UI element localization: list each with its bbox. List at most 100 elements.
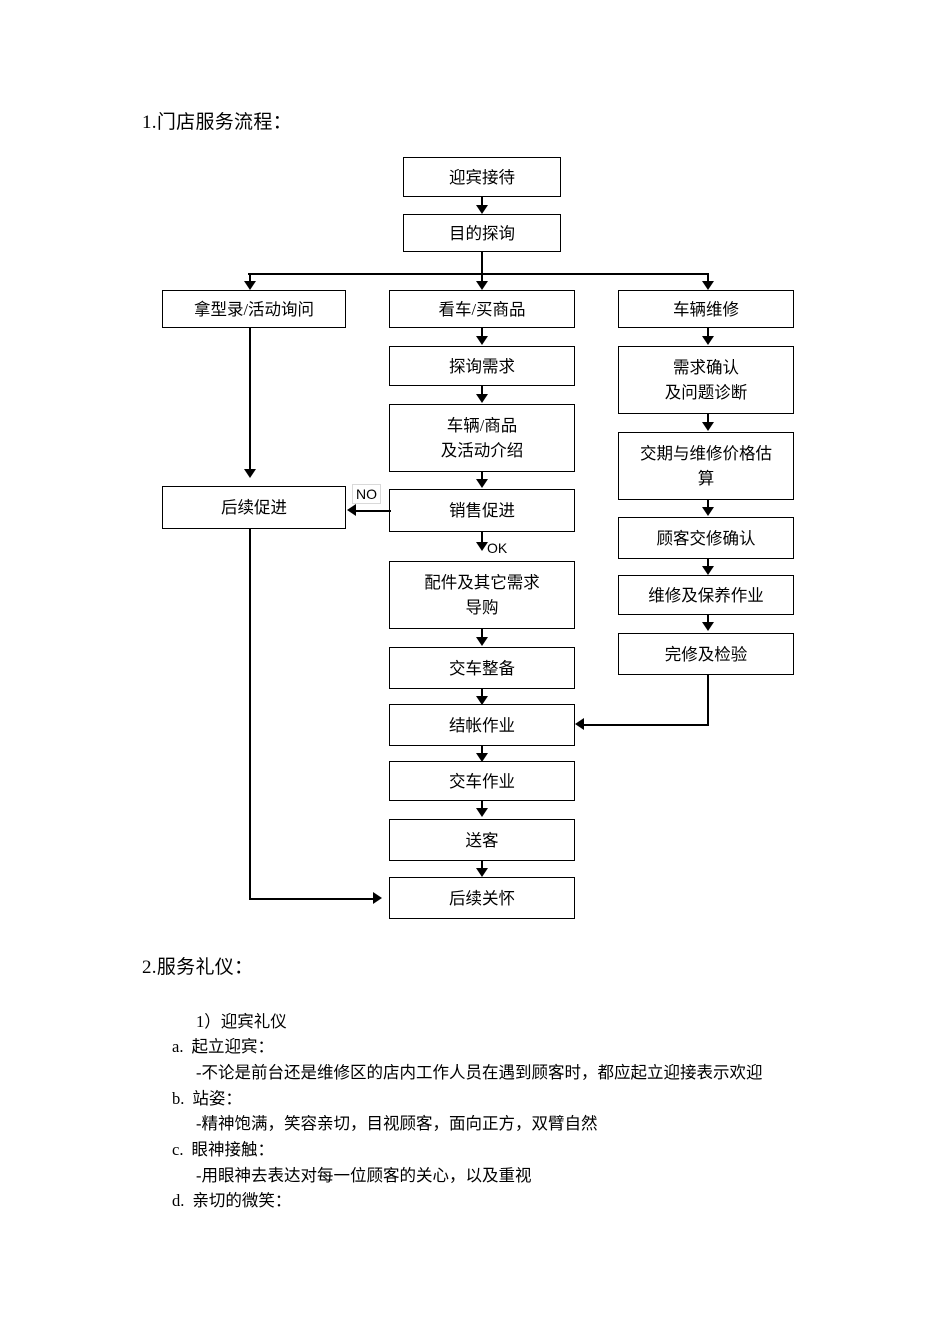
flow-node-greet: 迎宾接待 xyxy=(403,157,561,197)
arrowhead-needconfirm-to-estimate xyxy=(702,422,714,431)
connector-intro-to-sales xyxy=(481,472,483,481)
flow-node-followup-push: 后续促进 xyxy=(162,486,346,529)
list-item-marker: d. xyxy=(172,1191,185,1210)
flow-node-prep: 交车整备 xyxy=(389,647,575,689)
connector-sales-to-accessories xyxy=(481,532,483,546)
arrowhead-customerconfirm-to-repair xyxy=(702,566,714,575)
connector-bus-to-viewbuy xyxy=(481,273,483,285)
list-item: -精神饱满，笑容亲切，目视顾客，面向正方，双臂自然 xyxy=(196,1113,598,1135)
flow-node-purpose-label: 目的探询 xyxy=(449,223,515,243)
flow-node-purpose: 目的探询 xyxy=(403,214,561,252)
arrowhead-accessories-to-prep xyxy=(476,637,488,646)
flow-node-accessories-label: 配件及其它需求 导购 xyxy=(424,573,540,617)
flow-node-vehicle-service-label: 车辆维修 xyxy=(673,299,739,319)
arrowhead-no-branch xyxy=(347,504,356,516)
list-item-text: 眼神接触： xyxy=(191,1140,274,1159)
list-item-text: 亲切的微笑： xyxy=(192,1191,292,1210)
connector-followup-push-to-care xyxy=(249,898,375,900)
flow-node-sales-push-label: 销售促进 xyxy=(449,501,515,520)
list-item-text: 站姿： xyxy=(192,1089,242,1108)
connector-sendoff-to-care xyxy=(481,861,483,870)
connector-service-to-needconfirm xyxy=(707,328,709,338)
arrowhead-intro-to-sales xyxy=(476,479,488,488)
arrowhead-bus-to-viewbuy xyxy=(476,281,488,290)
connector-estimate-to-customerconfirm xyxy=(707,500,709,509)
connector-bus-to-catalog xyxy=(249,273,251,285)
connector-needconfirm-to-estimate xyxy=(707,414,709,424)
arrowhead-viewbuy-to-explore xyxy=(476,336,488,345)
flow-node-repair-work: 维修及保养作业 xyxy=(618,575,794,615)
arrowhead-checkout-to-delivery xyxy=(476,753,488,762)
arrowhead-inspect-to-checkout xyxy=(575,718,584,730)
flow-node-need-confirm-label: 需求确认 及问题诊断 xyxy=(664,358,748,402)
list-item: 1）迎宾礼仪 xyxy=(196,1011,287,1033)
flow-node-catalog-label: 拿型录/活动询问 xyxy=(193,299,315,319)
flow-node-customer-confirm: 顾客交修确认 xyxy=(618,517,794,559)
arrowhead-prep-to-checkout xyxy=(476,696,488,705)
flow-node-explore-need-label: 探询需求 xyxy=(449,356,515,376)
connector-purpose-down xyxy=(481,252,483,274)
section-1-heading: 1.门店服务流程： xyxy=(142,112,292,133)
edge-label-ok: OK xyxy=(487,540,507,556)
flow-node-accessories: 配件及其它需求 导购 xyxy=(389,561,575,629)
flow-node-intro: 车辆/商品 及活动介绍 xyxy=(389,404,575,472)
flow-node-checkout-label: 结帐作业 xyxy=(449,715,515,735)
connector-no-branch xyxy=(355,510,391,512)
list-item-marker: b. xyxy=(172,1089,185,1108)
edge-label-ok-text: OK xyxy=(487,540,508,556)
flow-node-send-off-label: 送客 xyxy=(465,830,499,850)
list-item: -用眼神去表达对每一位顾客的关心，以及重视 xyxy=(196,1165,532,1187)
flow-node-need-confirm: 需求确认 及问题诊断 xyxy=(618,346,794,414)
flow-node-repair-work-label: 维修及保养作业 xyxy=(648,585,764,605)
list-item: -不论是前台还是维修区的店内工作人员在遇到顾客时，都应起立迎接表示欢迎 xyxy=(196,1062,763,1084)
connector-repair-to-inspect xyxy=(707,615,709,624)
arrowhead-sendoff-to-care xyxy=(476,868,488,877)
list-item: d. 亲切的微笑： xyxy=(172,1190,291,1212)
flow-node-inspect: 完修及检验 xyxy=(618,633,794,675)
list-item-marker: a. xyxy=(172,1037,184,1056)
connector-viewbuy-to-explore xyxy=(481,328,483,338)
arrowhead-followup-push-to-care xyxy=(373,892,382,904)
connector-delivery-to-sendoff xyxy=(481,801,483,810)
flow-node-followup-care-label: 后续关怀 xyxy=(449,888,515,908)
arrowhead-service-to-needconfirm xyxy=(702,336,714,345)
arrowhead-explore-to-intro xyxy=(476,394,488,403)
flow-node-vehicle-service: 车辆维修 xyxy=(618,290,794,328)
arrowhead-repair-to-inspect xyxy=(702,622,714,631)
list-item: c. 眼神接触： xyxy=(172,1139,274,1161)
list-item-text: 起立迎宾： xyxy=(191,1037,274,1056)
list-item-marker: c. xyxy=(172,1140,184,1159)
flow-node-intro-label: 车辆/商品 及活动介绍 xyxy=(440,416,524,460)
flow-node-followup-push-label: 后续促进 xyxy=(221,498,287,517)
flow-node-estimate: 交期与维修价格估 算 xyxy=(618,432,794,500)
arrowhead-sales-to-accessories xyxy=(476,542,488,551)
edge-label-no-text: NO xyxy=(356,486,377,502)
flow-node-customer-confirm-label: 顾客交修确认 xyxy=(656,528,756,548)
connector-explore-to-intro xyxy=(481,386,483,396)
list-item-text: -用眼神去表达对每一位顾客的关心，以及重视 xyxy=(196,1166,532,1185)
connector-inspect-down xyxy=(707,675,709,725)
connector-accessories-to-prep xyxy=(481,629,483,639)
list-item: b. 站姿： xyxy=(172,1088,242,1110)
list-item-text: 迎宾礼仪 xyxy=(220,1012,287,1031)
flow-node-sales-push: 销售促进 xyxy=(389,489,575,532)
flow-node-estimate-label: 交期与维修价格估 算 xyxy=(640,444,772,488)
arrowhead-greet-to-purpose xyxy=(476,205,488,214)
arrowhead-bus-to-catalog xyxy=(244,281,256,290)
edge-label-no: NO xyxy=(352,484,381,504)
flow-node-followup-care: 后续关怀 xyxy=(389,877,575,919)
connector-catalog-to-followup xyxy=(249,328,251,471)
flow-node-checkout: 结帐作业 xyxy=(389,704,575,746)
connector-followup-push-down xyxy=(249,529,251,899)
list-item-text: -精神饱满，笑容亲切，目视顾客，面向正方，双臂自然 xyxy=(196,1114,598,1133)
section-2-heading: 2.服务礼仪： xyxy=(142,957,254,978)
list-item-marker: 1） xyxy=(196,1012,221,1031)
connector-bus-to-service xyxy=(707,273,709,285)
flow-node-prep-label: 交车整备 xyxy=(449,658,515,678)
connector-customerconfirm-to-repair xyxy=(707,559,709,568)
flow-node-send-off: 送客 xyxy=(389,819,575,861)
flow-node-catalog: 拿型录/活动询问 xyxy=(162,290,346,328)
flow-node-greet-label: 迎宾接待 xyxy=(449,167,515,187)
flow-node-delivery: 交车作业 xyxy=(389,761,575,801)
